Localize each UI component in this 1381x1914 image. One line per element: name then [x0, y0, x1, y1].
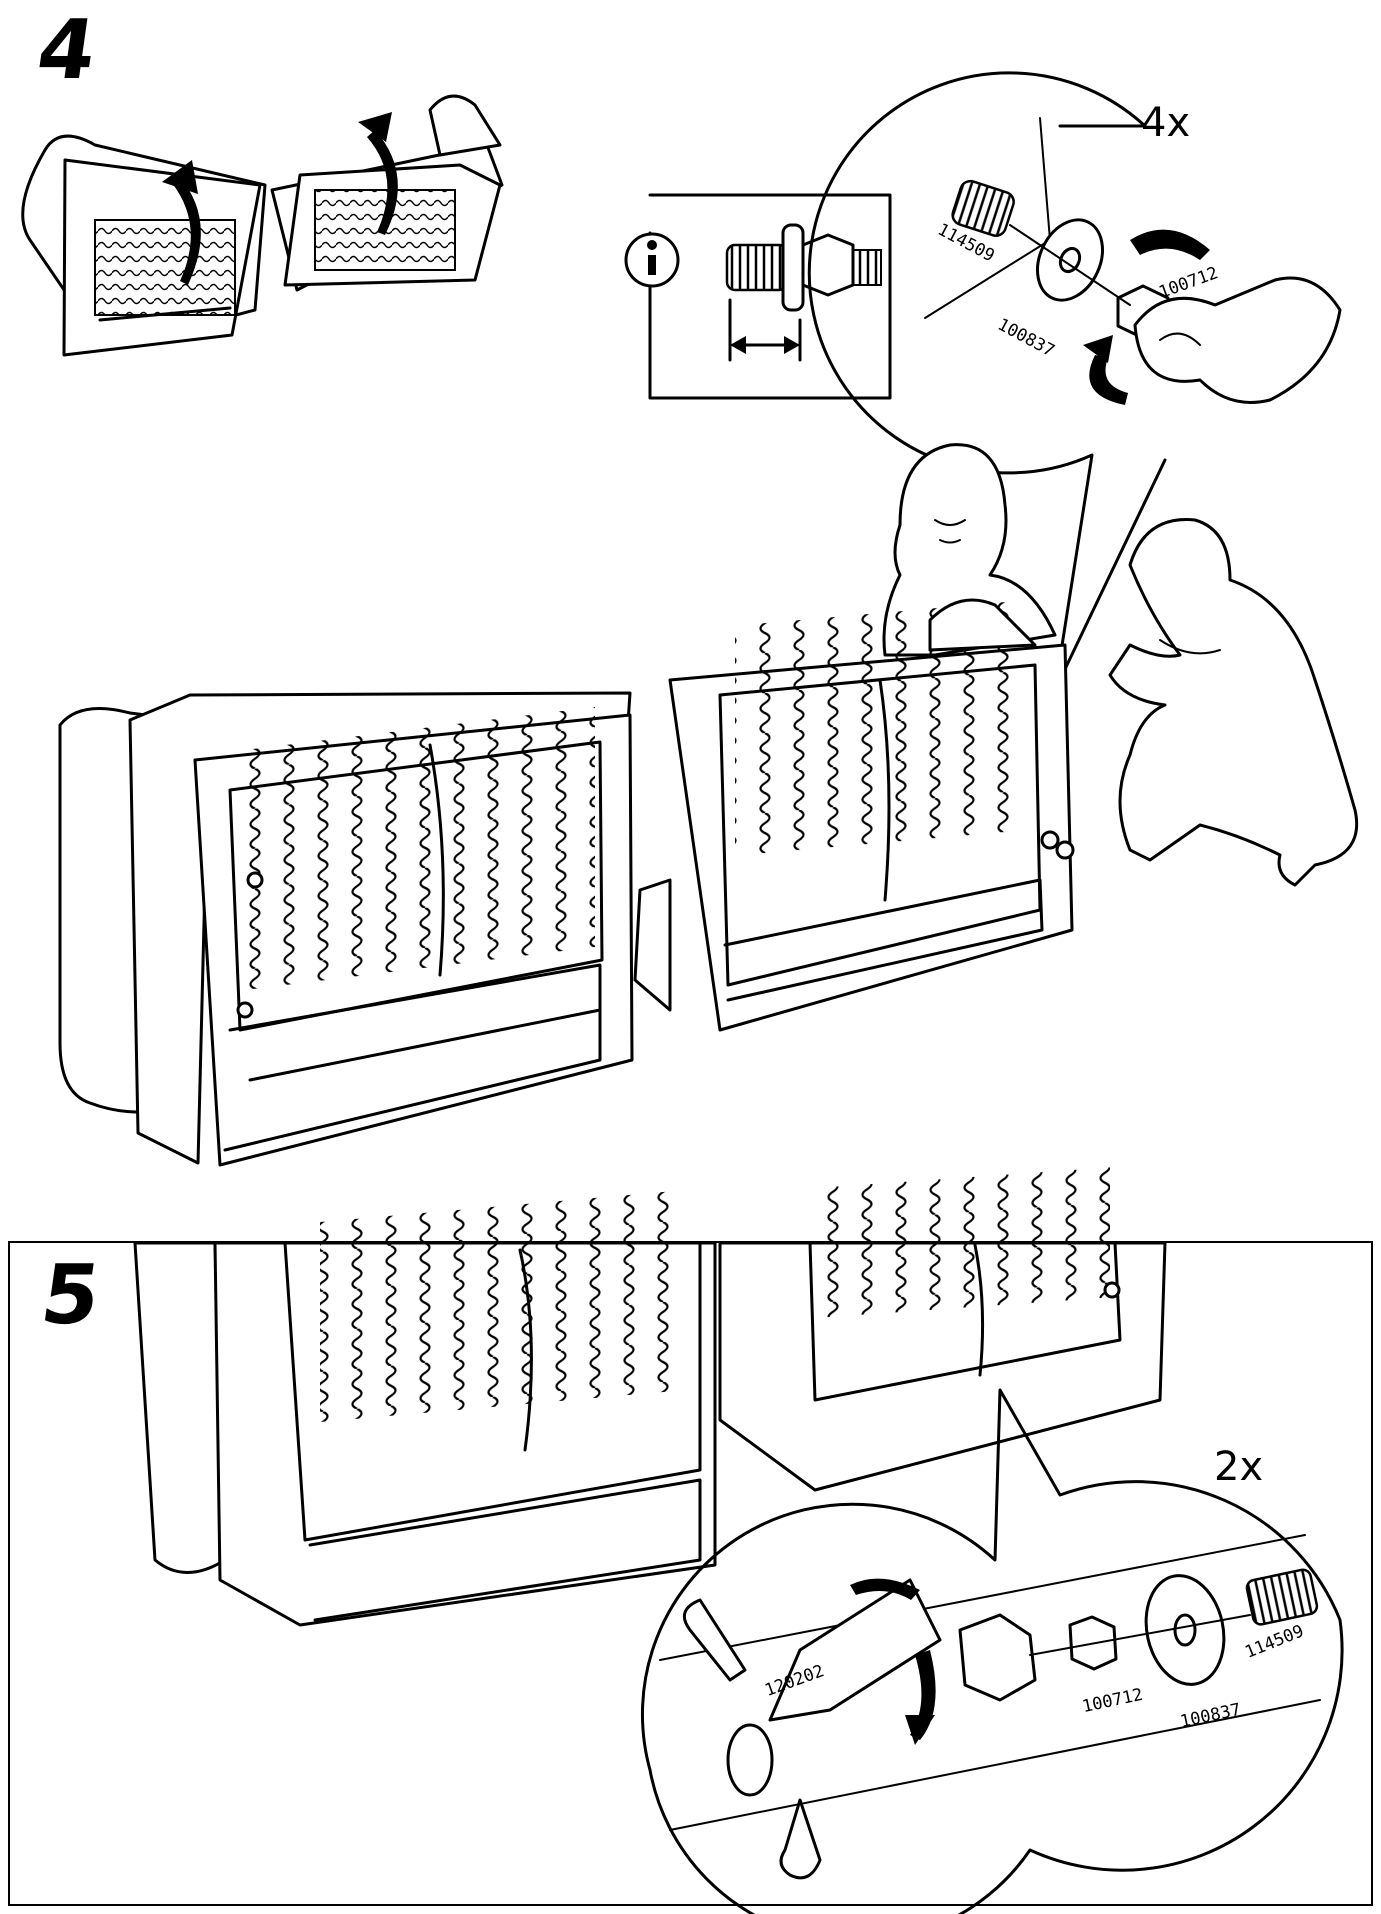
- sofa-seat-frame: [633, 598, 1075, 1032]
- step-5-detail-circle: [640, 1388, 1344, 1914]
- person-man: [1108, 518, 1359, 887]
- flip-diagram-left: [21, 134, 267, 357]
- step-5-sofa-frames: [133, 1167, 1167, 1627]
- step-5-quantity: 2x: [1214, 1444, 1264, 1490]
- step-4-quantity: 4x: [1141, 100, 1191, 146]
- info-box: [624, 193, 892, 400]
- step-4-detail-circle: [807, 71, 1342, 692]
- flip-diagram-right: [270, 94, 504, 292]
- sofa-armrest-frame: [58, 691, 634, 1167]
